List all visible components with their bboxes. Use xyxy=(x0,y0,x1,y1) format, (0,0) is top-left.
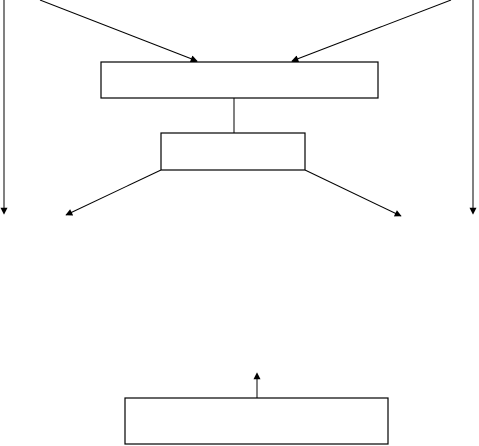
middle-box xyxy=(160,132,306,171)
bottom-box xyxy=(124,397,389,445)
arrow-middle-box-to-left xyxy=(65,169,162,216)
arrow-into-top-box-from-right xyxy=(291,0,452,63)
arrow-into-top-box-from-left xyxy=(39,0,198,62)
arrow-middle-box-to-right xyxy=(304,169,402,217)
top-box xyxy=(100,61,379,99)
